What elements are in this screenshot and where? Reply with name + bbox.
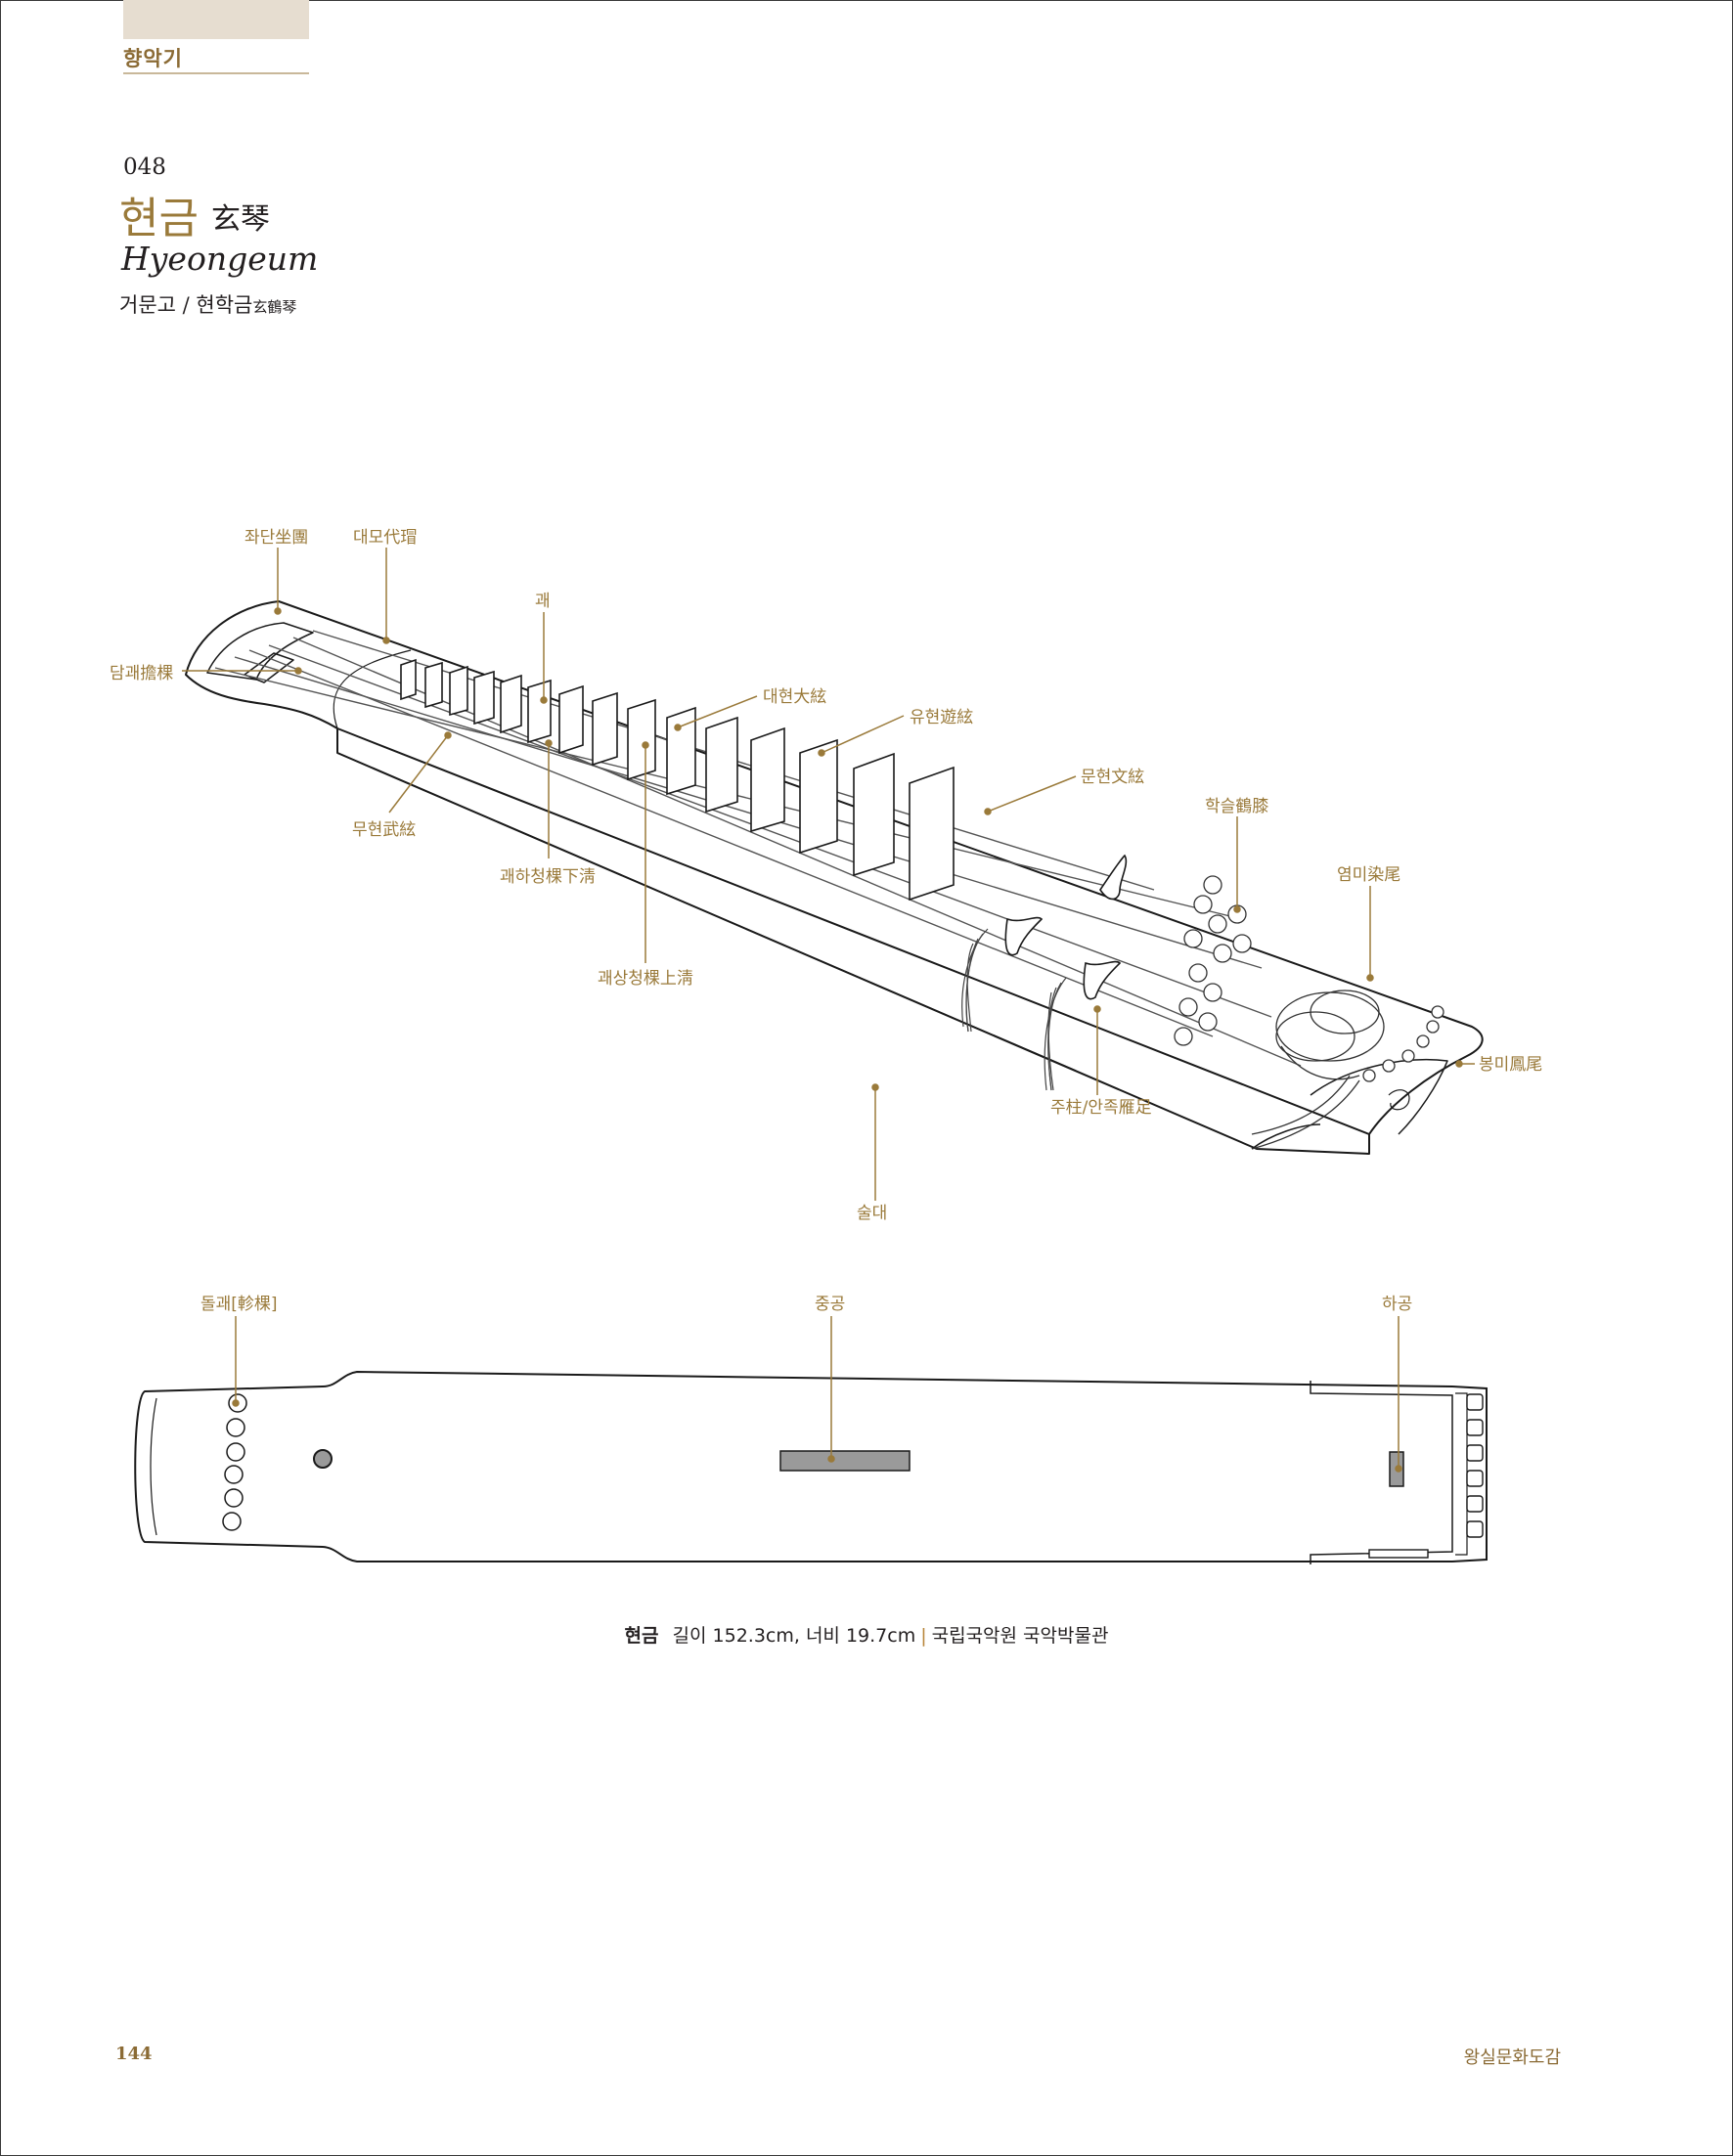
entry-title-english: Hyeongeum (121, 240, 319, 278)
entry-title-korean: 현금 (119, 194, 199, 243)
label-jwadan: 좌단坐團 (244, 528, 308, 548)
caption-spec: 길이 152.3cm, 너비 19.7cm (672, 1625, 916, 1647)
label-gwae: 괘 (535, 592, 551, 611)
label-daemo: 대모代瑁 (353, 528, 417, 548)
alt-names-hanja: 玄鶴琴 (252, 298, 297, 316)
label-hakseul: 학슬鶴膝 (1205, 797, 1268, 816)
back-view-leaders (232, 1316, 1402, 1473)
page-number: 144 (115, 2044, 153, 2064)
geomungo-perspective-drawing (185, 600, 1484, 1155)
tuning-peg-holes (222, 1393, 247, 1531)
center-sound-hole (779, 1450, 911, 1472)
diagram-labels: 좌단坐團 대모代瑁 괘 담괘擔棵 대현大絃 유현遊絃 문현文絃 학슬鶴膝 염미染… (110, 528, 1542, 1314)
category-tab (123, 0, 309, 39)
book-title: 왕실문화도감 (1463, 2047, 1561, 2068)
label-dolgwae: 돌괘[軫棵] (200, 1295, 278, 1314)
label-bongmi: 봉미鳳尾 (1479, 1055, 1542, 1075)
label-gwaha: 괘하청棵下淸 (500, 867, 596, 887)
label-hagong: 하공 (1382, 1295, 1412, 1314)
label-yeommi: 염미染尾 (1337, 865, 1400, 885)
back-peg (313, 1449, 333, 1469)
label-leaders (182, 548, 1475, 1201)
label-yuhyeon: 유현遊絃 (910, 708, 973, 727)
label-juju: 주柱/안족雁足 (1050, 1098, 1152, 1118)
caption-separator: | (920, 1625, 927, 1647)
category-label: 향악기 (123, 47, 183, 70)
figure-caption: 현금 길이 152.3cm, 너비 19.7cm|국립국악원 국악박물관 (0, 1621, 1733, 1648)
entry-title-hanja: 玄琴 (211, 202, 270, 237)
frets (400, 658, 955, 902)
category-underline (123, 72, 309, 74)
label-junggong: 중공 (815, 1295, 845, 1314)
entry-number: 048 (123, 154, 166, 180)
caption-source: 국립국악원 국악박물관 (931, 1625, 1109, 1647)
label-damgwae: 담괘擔棵 (110, 664, 173, 683)
tuning-pegs-and-tail (1174, 875, 1444, 1150)
entry-alternate-names: 거문고 / 현학금玄鶴琴 (119, 289, 296, 319)
label-suldae: 술대 (857, 1204, 887, 1223)
movable-bridges (1004, 854, 1128, 1000)
alt-names-text: 거문고 / 현학금 (119, 293, 253, 317)
label-gwasang: 괘상청棵上淸 (598, 969, 693, 989)
label-daehyeon: 대현大絃 (763, 687, 826, 707)
label-muhyeon: 무현武絃 (352, 820, 416, 840)
tassels (961, 928, 1067, 1091)
geomungo-back-view (134, 1370, 1488, 1564)
caption-name: 현금 (624, 1625, 659, 1647)
label-munhyeon: 문현文絃 (1081, 768, 1144, 787)
